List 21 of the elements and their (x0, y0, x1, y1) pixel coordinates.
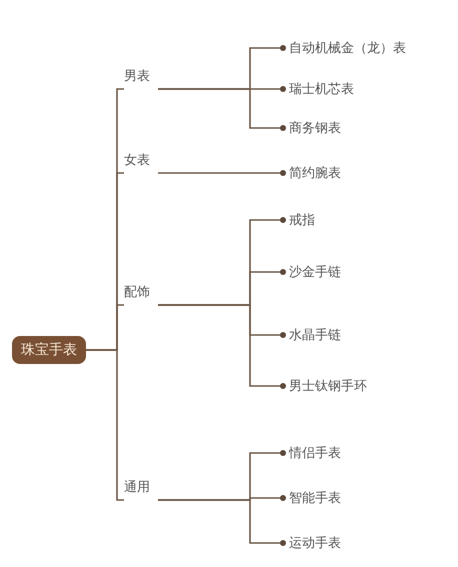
root-node: 珠宝手表 (12, 336, 86, 364)
category-label: 通用 (124, 480, 158, 500)
item-label: 商务钢表 (289, 118, 453, 138)
item-label: 运动手表 (289, 533, 453, 553)
item-label: 瑞士机芯表 (289, 79, 453, 99)
connector-line (158, 499, 286, 546)
item-label: 水晶手链 (289, 325, 453, 345)
item-label: 简约腕表 (289, 163, 453, 183)
item-label: 情侣手表 (289, 443, 453, 463)
item-label: 男士钛钢手环 (289, 376, 453, 396)
item-label: 自动机械金（龙）表 (289, 38, 453, 58)
connector-line (158, 304, 286, 389)
category-label: 男表 (124, 69, 158, 89)
connector-line (86, 349, 124, 501)
connector-line (158, 88, 286, 131)
item-label: 戒指 (289, 210, 453, 230)
item-label: 智能手表 (289, 488, 453, 508)
category-label: 配饰 (124, 285, 158, 305)
item-label: 沙金手链 (289, 262, 453, 282)
category-label: 女表 (124, 153, 158, 173)
connector-line (158, 170, 286, 176)
